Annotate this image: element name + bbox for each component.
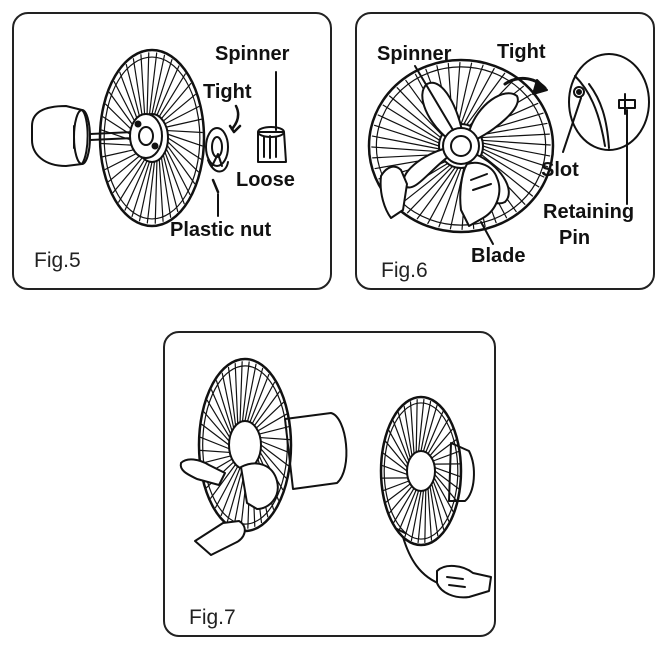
label-tight: Tight (497, 41, 546, 63)
label-loose: Loose (236, 169, 295, 191)
fig5-drawing (31, 48, 287, 228)
fig6-caption: Fig.6 (381, 259, 428, 282)
motor-housing-left (284, 412, 348, 490)
plastic-nut (205, 127, 229, 194)
fig7-drawing (179, 357, 492, 599)
fig5-panel: Spinner Tight Loose Plastic nut Fig.5 (12, 12, 332, 290)
fig7-grill-left (197, 357, 293, 533)
label-blade: Blade (471, 245, 526, 267)
hand-right (436, 565, 492, 599)
motor-housing (31, 105, 91, 167)
label-spinner: Spinner (377, 43, 452, 65)
fig7-grill-right (379, 395, 463, 547)
label-plastic-nut: Plastic nut (170, 219, 272, 241)
fig5-grill (98, 48, 206, 228)
fig7-panel: Fig.7 (163, 331, 496, 637)
fig6-panel: Spinner Tight Slot Retaining Pin Blade F… (355, 12, 655, 290)
left-hand (379, 165, 408, 219)
fig6-drawing (367, 53, 650, 245)
hand-top-left (179, 458, 226, 486)
retaining-pin-detail (562, 53, 650, 205)
spinner-cap (257, 126, 287, 163)
right-hand (459, 161, 501, 227)
fig5-caption: Fig.5 (34, 249, 81, 272)
label-spinner: Spinner (215, 43, 290, 65)
label-slot: Slot (541, 159, 579, 181)
label-tight: Tight (203, 81, 252, 103)
hand-bottom-left (194, 520, 246, 556)
label-retaining: Retaining (543, 201, 635, 223)
label-pin: Pin (559, 227, 591, 249)
fig7-caption: Fig.7 (189, 606, 236, 629)
